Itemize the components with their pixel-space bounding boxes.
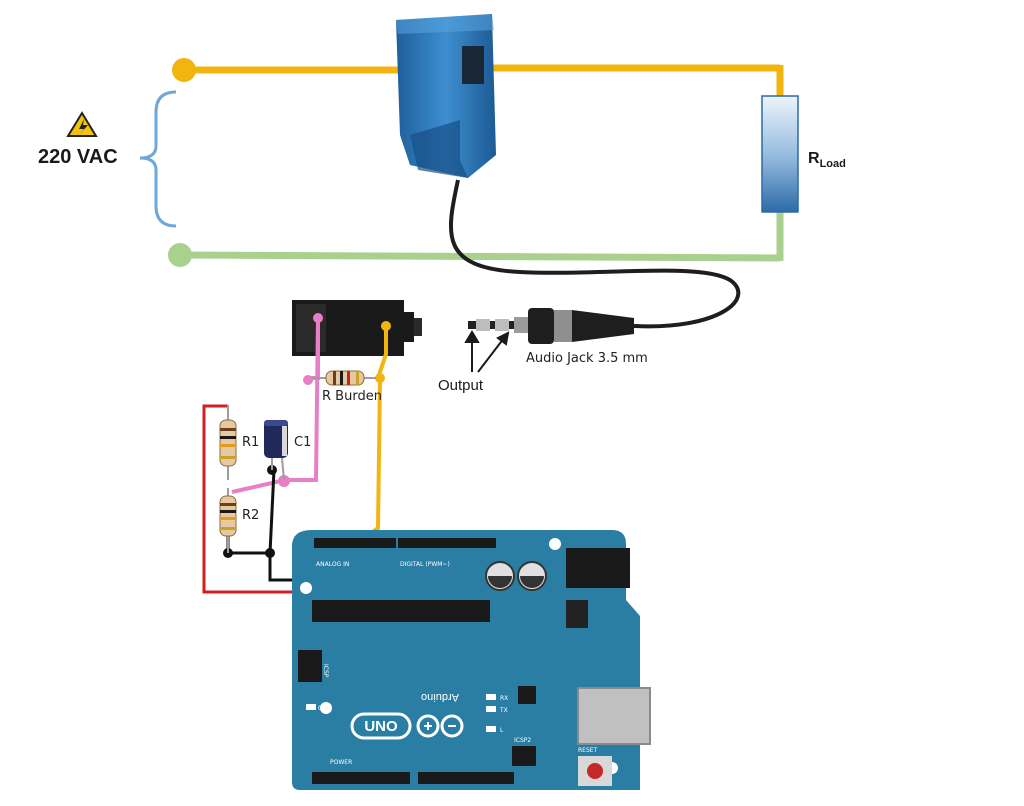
burden-resistor (312, 370, 376, 386)
on-label: ON (318, 705, 327, 712)
arduino-brand-text: Arduino (421, 691, 459, 703)
resistor-r2 (219, 488, 237, 553)
l-label: L (500, 727, 504, 734)
neutral-wire (179, 212, 784, 262)
high-voltage-warning-icon (66, 111, 98, 137)
arduino-logo: UNO Arduino (350, 691, 464, 740)
capacitor-c1 (264, 420, 288, 481)
output-arrows (464, 330, 510, 373)
pink-node-socket (313, 313, 323, 323)
c1-label: C1 (294, 435, 311, 450)
analog-header-text: ANALOG IN (316, 561, 349, 568)
pink-node-junction (278, 475, 290, 487)
audio-jack-socket (292, 300, 422, 356)
reset-button[interactable] (578, 756, 612, 786)
icsp2-label: ICSP2 (514, 737, 531, 744)
ct-cable (449, 179, 741, 329)
live-wire (184, 64, 784, 98)
arduino-uno-board: ANALOG IN DIGITAL (PWM~) POWER ICSP ICSP… (292, 530, 651, 790)
black-node-right (265, 548, 275, 558)
digital-header-text: DIGITAL (PWM~) (400, 561, 450, 568)
pink-node-burden (303, 375, 313, 385)
power-header-text: POWER (330, 759, 352, 766)
rx-label: RX (500, 695, 508, 702)
burden-label: R Burden (322, 389, 382, 404)
load-resistor (761, 95, 799, 213)
neutral-terminal (168, 243, 192, 267)
tx-label: TX (499, 707, 508, 714)
icsp-label: ICSP (322, 664, 329, 678)
yellow-node-burden (375, 373, 385, 383)
reset-label: RESET (578, 747, 598, 754)
output-label: Output (438, 377, 484, 394)
live-terminal (172, 58, 196, 82)
yellow-signal-wire (368, 326, 388, 546)
voltage-brace (139, 90, 177, 228)
load-label: RLoad (808, 150, 846, 170)
yellow-node-socket (381, 321, 391, 331)
resistor-r1 (219, 405, 237, 480)
audio-jack-label: Audio Jack 3.5 mm (526, 351, 648, 366)
r2-label: R2 (242, 508, 259, 523)
r1-label: R1 (242, 435, 259, 450)
supply-voltage-label: 220 VAC (38, 146, 118, 168)
uno-text: UNO (364, 718, 398, 735)
audio-jack-plug (468, 308, 634, 344)
ct-sensor (396, 14, 496, 178)
